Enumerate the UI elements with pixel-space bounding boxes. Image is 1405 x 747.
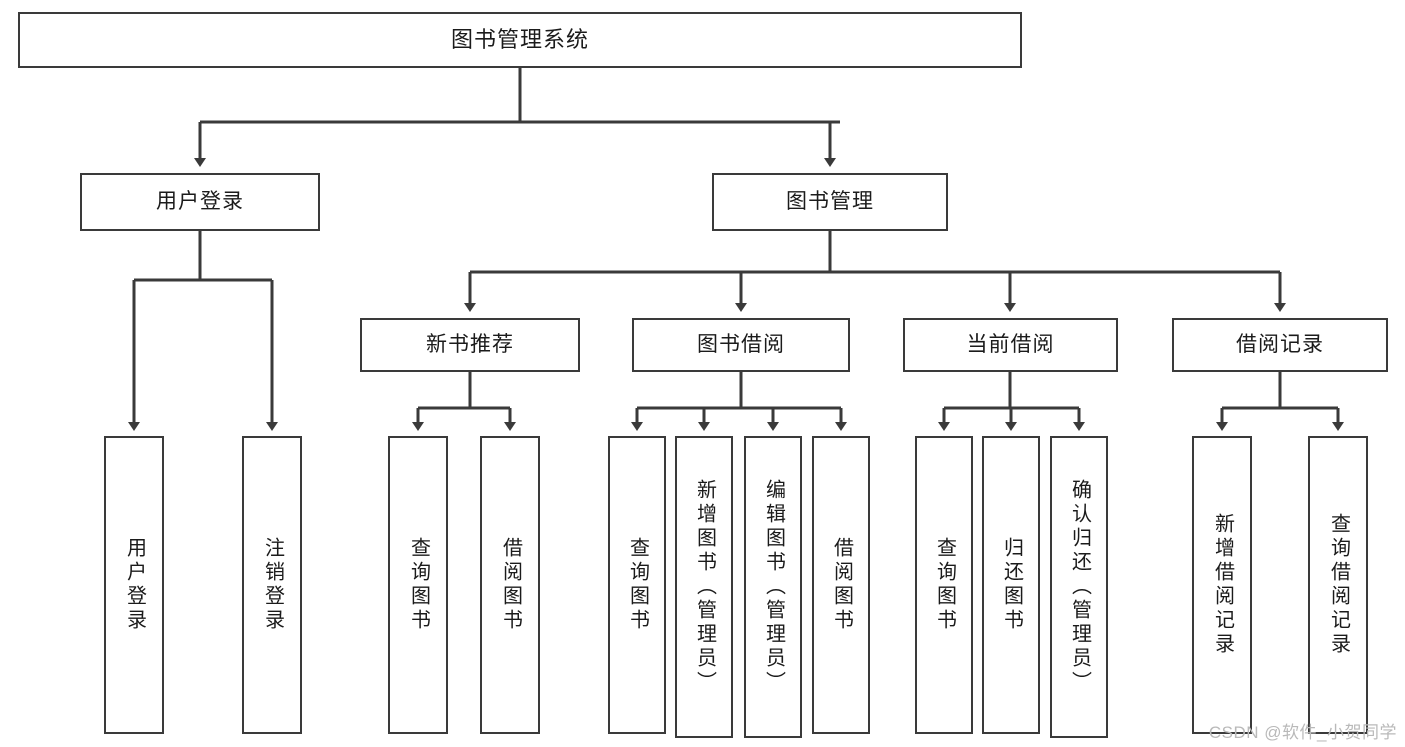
node-root[interactable]: 图书管理系统 (18, 12, 1022, 68)
node-leaf-add-book-label: 新增图书（管理员） (693, 479, 716, 695)
node-leaf-query-book-2[interactable]: 查询图书 (608, 436, 666, 734)
node-leaf-query-book-2-label: 查询图书 (626, 537, 649, 633)
node-user-login-label: 用户登录 (156, 190, 244, 214)
node-leaf-user-login[interactable]: 用户登录 (104, 436, 164, 734)
node-leaf-return-book[interactable]: 归还图书 (982, 436, 1040, 734)
node-leaf-query-book-3[interactable]: 查询图书 (915, 436, 973, 734)
node-leaf-borrow-book-2[interactable]: 借阅图书 (812, 436, 870, 734)
node-leaf-add-record[interactable]: 新增借阅记录 (1192, 436, 1252, 734)
node-leaf-query-book-1-label: 查询图书 (407, 537, 430, 633)
node-leaf-query-book-3-label: 查询图书 (933, 537, 956, 633)
node-borrow-record[interactable]: 借阅记录 (1172, 318, 1388, 372)
node-leaf-query-book-1[interactable]: 查询图书 (388, 436, 448, 734)
node-user-login[interactable]: 用户登录 (80, 173, 320, 231)
node-current-borrow-label: 当前借阅 (966, 333, 1055, 357)
node-new-book-rec[interactable]: 新书推荐 (360, 318, 580, 372)
node-borrow-record-label: 借阅记录 (1236, 333, 1324, 357)
node-leaf-add-book[interactable]: 新增图书（管理员） (675, 436, 733, 738)
node-leaf-borrow-book-1[interactable]: 借阅图书 (480, 436, 540, 734)
node-leaf-confirm-return-label: 确认归还（管理员） (1068, 479, 1091, 695)
node-leaf-logout[interactable]: 注销登录 (242, 436, 302, 734)
watermark: CSDN @软件_小贺同学 (1208, 723, 1397, 742)
node-leaf-query-record[interactable]: 查询借阅记录 (1308, 436, 1368, 734)
node-leaf-edit-book-label: 编辑图书（管理员） (762, 479, 785, 695)
node-leaf-add-record-label: 新增借阅记录 (1211, 513, 1234, 657)
node-book-manage-label: 图书管理 (786, 190, 874, 214)
node-root-label: 图书管理系统 (450, 26, 589, 52)
node-book-borrow-label: 图书借阅 (697, 333, 785, 357)
node-leaf-confirm-return[interactable]: 确认归还（管理员） (1050, 436, 1108, 738)
node-leaf-query-record-label: 查询借阅记录 (1327, 513, 1350, 657)
node-leaf-borrow-book-1-label: 借阅图书 (499, 537, 522, 633)
node-current-borrow[interactable]: 当前借阅 (903, 318, 1118, 372)
node-book-manage[interactable]: 图书管理 (712, 173, 948, 231)
node-leaf-logout-label: 注销登录 (261, 537, 284, 633)
node-leaf-borrow-book-2-label: 借阅图书 (830, 537, 853, 633)
node-leaf-user-login-label: 用户登录 (123, 537, 146, 633)
node-leaf-return-book-label: 归还图书 (1000, 537, 1023, 633)
node-book-borrow[interactable]: 图书借阅 (632, 318, 850, 372)
node-new-book-rec-label: 新书推荐 (426, 333, 514, 357)
node-leaf-edit-book[interactable]: 编辑图书（管理员） (744, 436, 802, 738)
